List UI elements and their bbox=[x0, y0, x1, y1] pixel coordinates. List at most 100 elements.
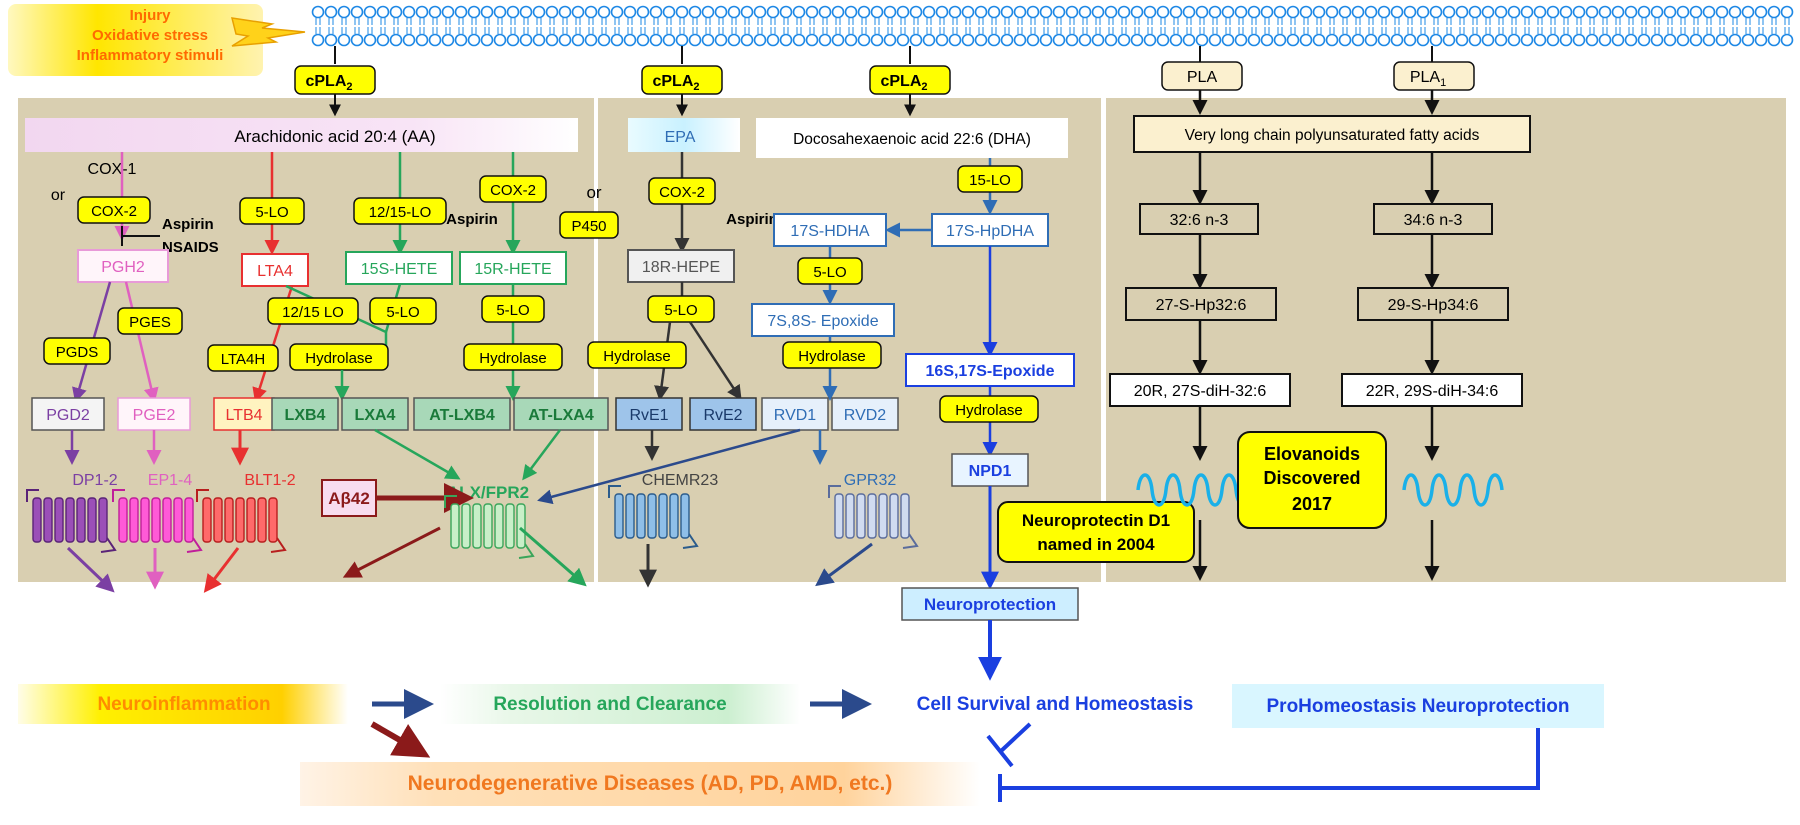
lipid-tail bbox=[718, 27, 724, 34]
lipid-head bbox=[1208, 5, 1222, 19]
svg-text:PGD2: PGD2 bbox=[46, 407, 90, 424]
aspirin-label-1: Aspirin bbox=[162, 216, 214, 233]
lipid-head bbox=[1234, 5, 1248, 19]
svg-text:cPLA2: cPLA2 bbox=[880, 73, 927, 93]
lipid-head bbox=[1013, 5, 1027, 19]
lipid-head bbox=[1663, 5, 1677, 19]
lipid-head bbox=[519, 5, 533, 19]
lipid-head bbox=[701, 5, 715, 19]
lipid-tail bbox=[965, 27, 971, 34]
lipid-head bbox=[662, 5, 676, 19]
svg-text:COX-2: COX-2 bbox=[490, 182, 536, 199]
lipid-head bbox=[1624, 5, 1638, 19]
svg-text:Hydrolase: Hydrolase bbox=[479, 350, 547, 367]
hete15s-box bbox=[345, 251, 453, 285]
arrow-gpr-resolution bbox=[815, 542, 873, 587]
lipid-tail bbox=[1316, 27, 1322, 34]
lipid-head bbox=[1715, 33, 1729, 47]
lipid-head bbox=[1286, 33, 1300, 47]
lipid-head bbox=[1234, 33, 1248, 47]
lipid-head bbox=[1728, 33, 1742, 47]
lipid-head bbox=[1325, 33, 1339, 47]
lipid-head bbox=[1780, 5, 1794, 19]
lipid-tail bbox=[432, 27, 438, 34]
lo15-pill bbox=[957, 165, 1023, 193]
lipid-tail bbox=[536, 27, 542, 34]
lipid-tail bbox=[1056, 27, 1062, 34]
lipid-tail bbox=[1615, 27, 1621, 34]
lipid-head bbox=[1676, 33, 1690, 47]
lipid-head bbox=[1468, 5, 1482, 19]
lipid-head bbox=[1052, 5, 1066, 19]
lipid-tail bbox=[796, 18, 802, 25]
lipid-head bbox=[545, 5, 559, 19]
lipid-head bbox=[1299, 5, 1313, 19]
lipid-head bbox=[584, 33, 598, 47]
lipid-head bbox=[675, 5, 689, 19]
lipid-head bbox=[1572, 33, 1586, 47]
lipid-tail bbox=[653, 18, 659, 25]
lipid-head bbox=[1416, 33, 1430, 47]
lipid-head bbox=[779, 33, 793, 47]
lipid-head bbox=[610, 33, 624, 47]
lipid-tail bbox=[627, 27, 633, 34]
lipid-tail bbox=[1121, 27, 1127, 34]
rvd2-box bbox=[831, 397, 899, 431]
lipid-head bbox=[1741, 33, 1755, 47]
lipid-head bbox=[1702, 33, 1716, 47]
lipid-head bbox=[779, 5, 793, 19]
lipid-tail bbox=[588, 27, 594, 34]
lipid-head bbox=[948, 5, 962, 19]
lipid-head bbox=[1650, 5, 1664, 19]
lipid-tail bbox=[783, 27, 789, 34]
svg-text:PGE2: PGE2 bbox=[133, 407, 176, 424]
lipid-tail bbox=[549, 18, 555, 25]
lipid-head bbox=[1143, 5, 1157, 19]
lo5-pill-dha bbox=[797, 257, 863, 285]
vlc-pufa-box bbox=[1133, 115, 1531, 153]
lipid-tail bbox=[601, 18, 607, 25]
aspirin-label-2: Aspirin bbox=[446, 211, 498, 228]
pgd2-box bbox=[31, 397, 105, 431]
lipid-head bbox=[974, 5, 988, 19]
arrow-alx-inflammation bbox=[342, 526, 441, 578]
lipid-tail bbox=[978, 27, 984, 34]
lipid-head bbox=[987, 5, 1001, 19]
lipid-tail bbox=[640, 18, 646, 25]
lipid-head bbox=[558, 33, 572, 47]
hydrolase-pill-atlx bbox=[463, 343, 563, 371]
svg-text:5-LO: 5-LO bbox=[664, 302, 697, 319]
lipid-head bbox=[441, 5, 455, 19]
stimulus-injury: Injury bbox=[130, 7, 171, 24]
elovanoids-line1: Elovanoids bbox=[1264, 444, 1360, 464]
lipid-tail bbox=[1563, 18, 1569, 25]
dha-banner bbox=[756, 118, 1068, 158]
lipid-head bbox=[870, 5, 884, 19]
svg-text:Hydrolase: Hydrolase bbox=[798, 348, 866, 365]
svg-text:5-LO: 5-LO bbox=[813, 264, 846, 281]
lipid-head bbox=[1494, 33, 1508, 47]
dp-receptor-icon bbox=[26, 489, 117, 553]
lipid-tail bbox=[341, 27, 347, 34]
svg-text:COX-2: COX-2 bbox=[659, 184, 705, 201]
lipid-head bbox=[1455, 5, 1469, 19]
lipid-head bbox=[558, 5, 572, 19]
lipid-head bbox=[1013, 33, 1027, 47]
lipid-tail bbox=[822, 18, 828, 25]
arrow-rvd1-alx bbox=[537, 428, 801, 505]
lipid-tail bbox=[835, 27, 841, 34]
lipid-head bbox=[1663, 33, 1677, 47]
lipid-head bbox=[532, 5, 546, 19]
lipid-head bbox=[883, 5, 897, 19]
lipid-tail bbox=[939, 27, 945, 34]
lipid-tail bbox=[1342, 18, 1348, 25]
lipid-head bbox=[1689, 5, 1703, 19]
lipid-tail bbox=[354, 27, 360, 34]
lipid-tail bbox=[887, 27, 893, 34]
elovanoids-callout bbox=[1237, 431, 1387, 529]
lipid-tail bbox=[471, 18, 477, 25]
lipid-head bbox=[467, 5, 481, 19]
svg-text:17S-HpDHA: 17S-HpDHA bbox=[946, 223, 1034, 240]
lipid-tail bbox=[1524, 18, 1530, 25]
lipid-head bbox=[1078, 5, 1092, 19]
